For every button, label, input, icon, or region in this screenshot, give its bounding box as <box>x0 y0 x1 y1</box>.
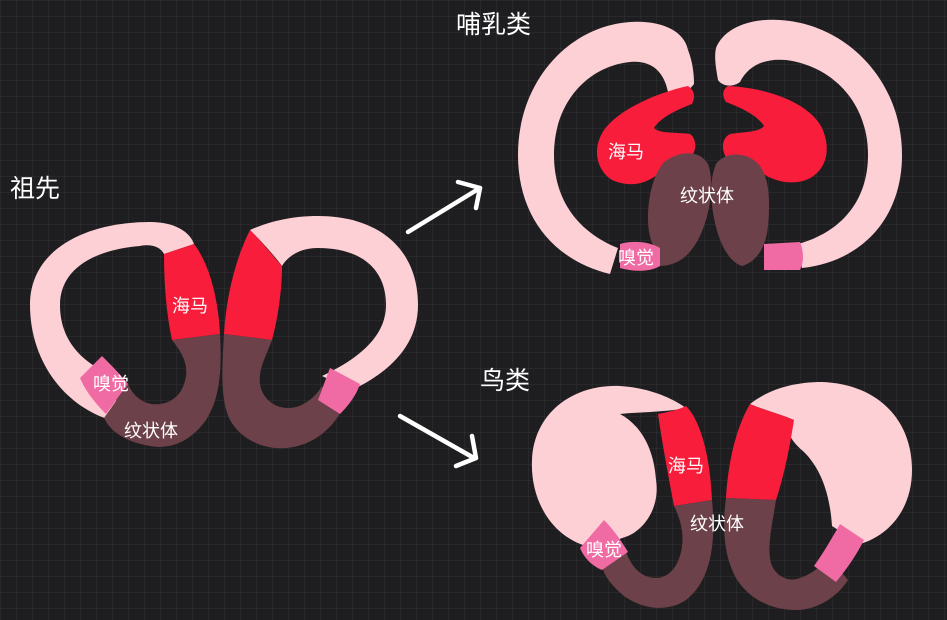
ancestor-left-olfactory <box>80 356 128 414</box>
ancestor-right-cortex <box>250 216 418 390</box>
mammal-striatum-label: 纹状体 <box>680 186 734 207</box>
bird-olfactory-label: 嗅觉 <box>586 540 622 561</box>
mammal-olfactory-label: 嗅觉 <box>618 248 654 269</box>
bird-left-striatum <box>602 500 714 608</box>
arrow-to-bird <box>397 413 479 469</box>
mammal-left-olfactory <box>620 241 660 271</box>
ancestor-right-olfactory <box>318 368 360 414</box>
ancestor-left-striatum <box>104 334 221 447</box>
ancestor-brain <box>30 216 418 449</box>
ancestor-left-cortex <box>30 222 194 422</box>
ancestor-left-hippocampus <box>164 244 220 340</box>
bird-right-cortex <box>750 382 912 544</box>
mammal-left-striatum <box>648 153 712 266</box>
bird-left-cortex <box>531 385 686 548</box>
ancestor-olfactory-label: 嗅觉 <box>93 374 129 395</box>
title-ancestor: 祖先 <box>10 174 61 203</box>
bird-right-hippocampus <box>726 404 794 500</box>
bird-striatum-label: 纹状体 <box>690 514 744 535</box>
ancestor-right-striatum <box>222 334 342 449</box>
ancestor-hippocampus-label: 海马 <box>172 296 208 317</box>
bird-left-olfactory <box>580 520 628 570</box>
title-bird: 鸟类 <box>480 366 531 395</box>
bird-right-olfactory <box>814 524 864 582</box>
title-mammal: 哺乳类 <box>456 10 532 39</box>
mammal-hippocampus-label: 海马 <box>608 142 644 163</box>
ancestor-right-hippocampus <box>224 230 282 340</box>
mammal-brain <box>518 19 902 275</box>
bird-hippocampus-label: 海马 <box>668 456 704 477</box>
bird-left-hippocampus <box>658 406 712 506</box>
ancestor-striatum-label: 纹状体 <box>124 421 178 442</box>
mammal-right-striatum <box>711 154 770 266</box>
arrow-to-mammal <box>405 179 483 235</box>
bird-brain <box>531 382 912 610</box>
mammal-left-cortex <box>518 21 694 275</box>
mammal-right-cortex <box>715 19 902 269</box>
mammal-right-olfactory <box>764 242 803 270</box>
bird-right-striatum <box>724 498 848 610</box>
